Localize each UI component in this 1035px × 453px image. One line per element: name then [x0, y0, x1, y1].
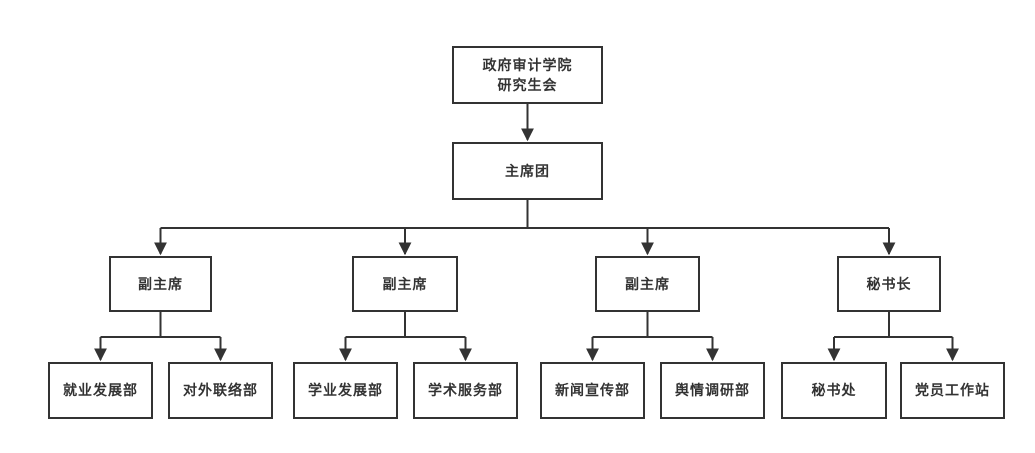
node-party-member-workstation: 党员工作站 [900, 362, 1005, 419]
node-vice-chair-2: 副主席 [352, 256, 458, 312]
node-vice-chair-1: 副主席 [109, 256, 212, 312]
node-dept-news-publicity: 新闻宣传部 [540, 362, 645, 419]
node-dept-employment-development: 就业发展部 [48, 362, 153, 419]
node-secretariat: 秘书处 [781, 362, 887, 419]
node-dept-external-liaison: 对外联络部 [168, 362, 273, 419]
node-dept-academic-service: 学术服务部 [413, 362, 518, 419]
node-dept-opinion-research: 舆情调研部 [660, 362, 765, 419]
node-dept-academic-development: 学业发展部 [293, 362, 398, 419]
node-vice-chair-3: 副主席 [595, 256, 700, 312]
node-secretary-general: 秘书长 [837, 256, 941, 312]
node-root: 政府审计学院 研究生会 [452, 46, 603, 104]
node-presidium: 主席团 [452, 142, 603, 200]
